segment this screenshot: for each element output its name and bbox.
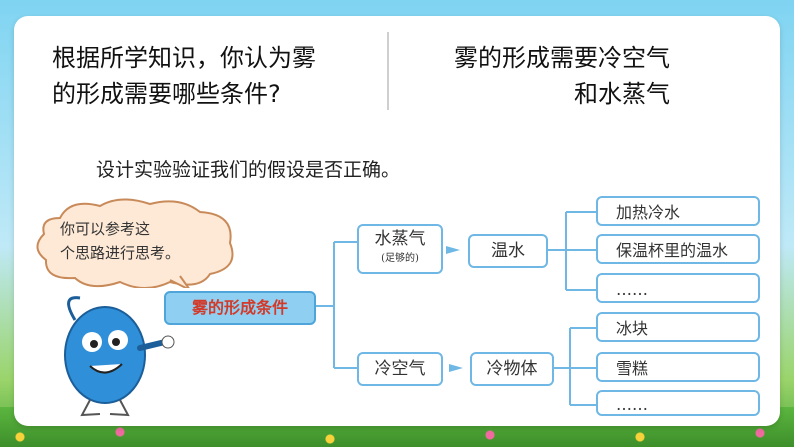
warm-water-node: 温水 (468, 234, 548, 268)
answer-line-1: 雾的形成需要冷空气 (454, 44, 670, 72)
speech-line-2: 个思路进行思考。 (60, 244, 181, 262)
warm-water-example-3: …… (596, 273, 760, 303)
vapor-node: 水蒸气 (足够的) (357, 224, 443, 274)
warm-water-example-2: 保温杯里的温水 (596, 234, 760, 264)
divider (387, 32, 389, 110)
subtitle: 设计实验验证我们的假设是否正确。 (96, 159, 401, 181)
answer-line-2: 和水蒸气 (574, 80, 670, 108)
cold-object-example-1: 冰块 (596, 312, 760, 342)
question-line-1: 根据所学知识，你认为雾 (52, 44, 316, 72)
cold-air-node: 冷空气 (357, 352, 443, 386)
cold-object-example-2: 雪糕 (596, 352, 760, 382)
speech-cloud-icon (36, 198, 234, 288)
water-drop-mascot-icon (64, 296, 175, 417)
vapor-note: (足够的) (381, 253, 419, 264)
root-node: 雾的形成条件 (164, 291, 316, 325)
vapor-label: 水蒸气 (374, 229, 426, 249)
cold-object-node: 冷物体 (470, 352, 554, 386)
answer-text: 雾的形成需要冷空气 和水蒸气 (420, 40, 670, 112)
question-text: 根据所学知识，你认为雾 的形成需要哪些条件? (52, 40, 372, 112)
speech-line-1: 你可以参考这 (60, 220, 151, 238)
cold-object-example-3: …… (596, 390, 760, 416)
speech-text: 你可以参考这 个思路进行思考。 (60, 217, 220, 265)
warm-water-example-1: 加热冷水 (596, 196, 760, 226)
question-line-2: 的形成需要哪些条件? (52, 80, 281, 108)
